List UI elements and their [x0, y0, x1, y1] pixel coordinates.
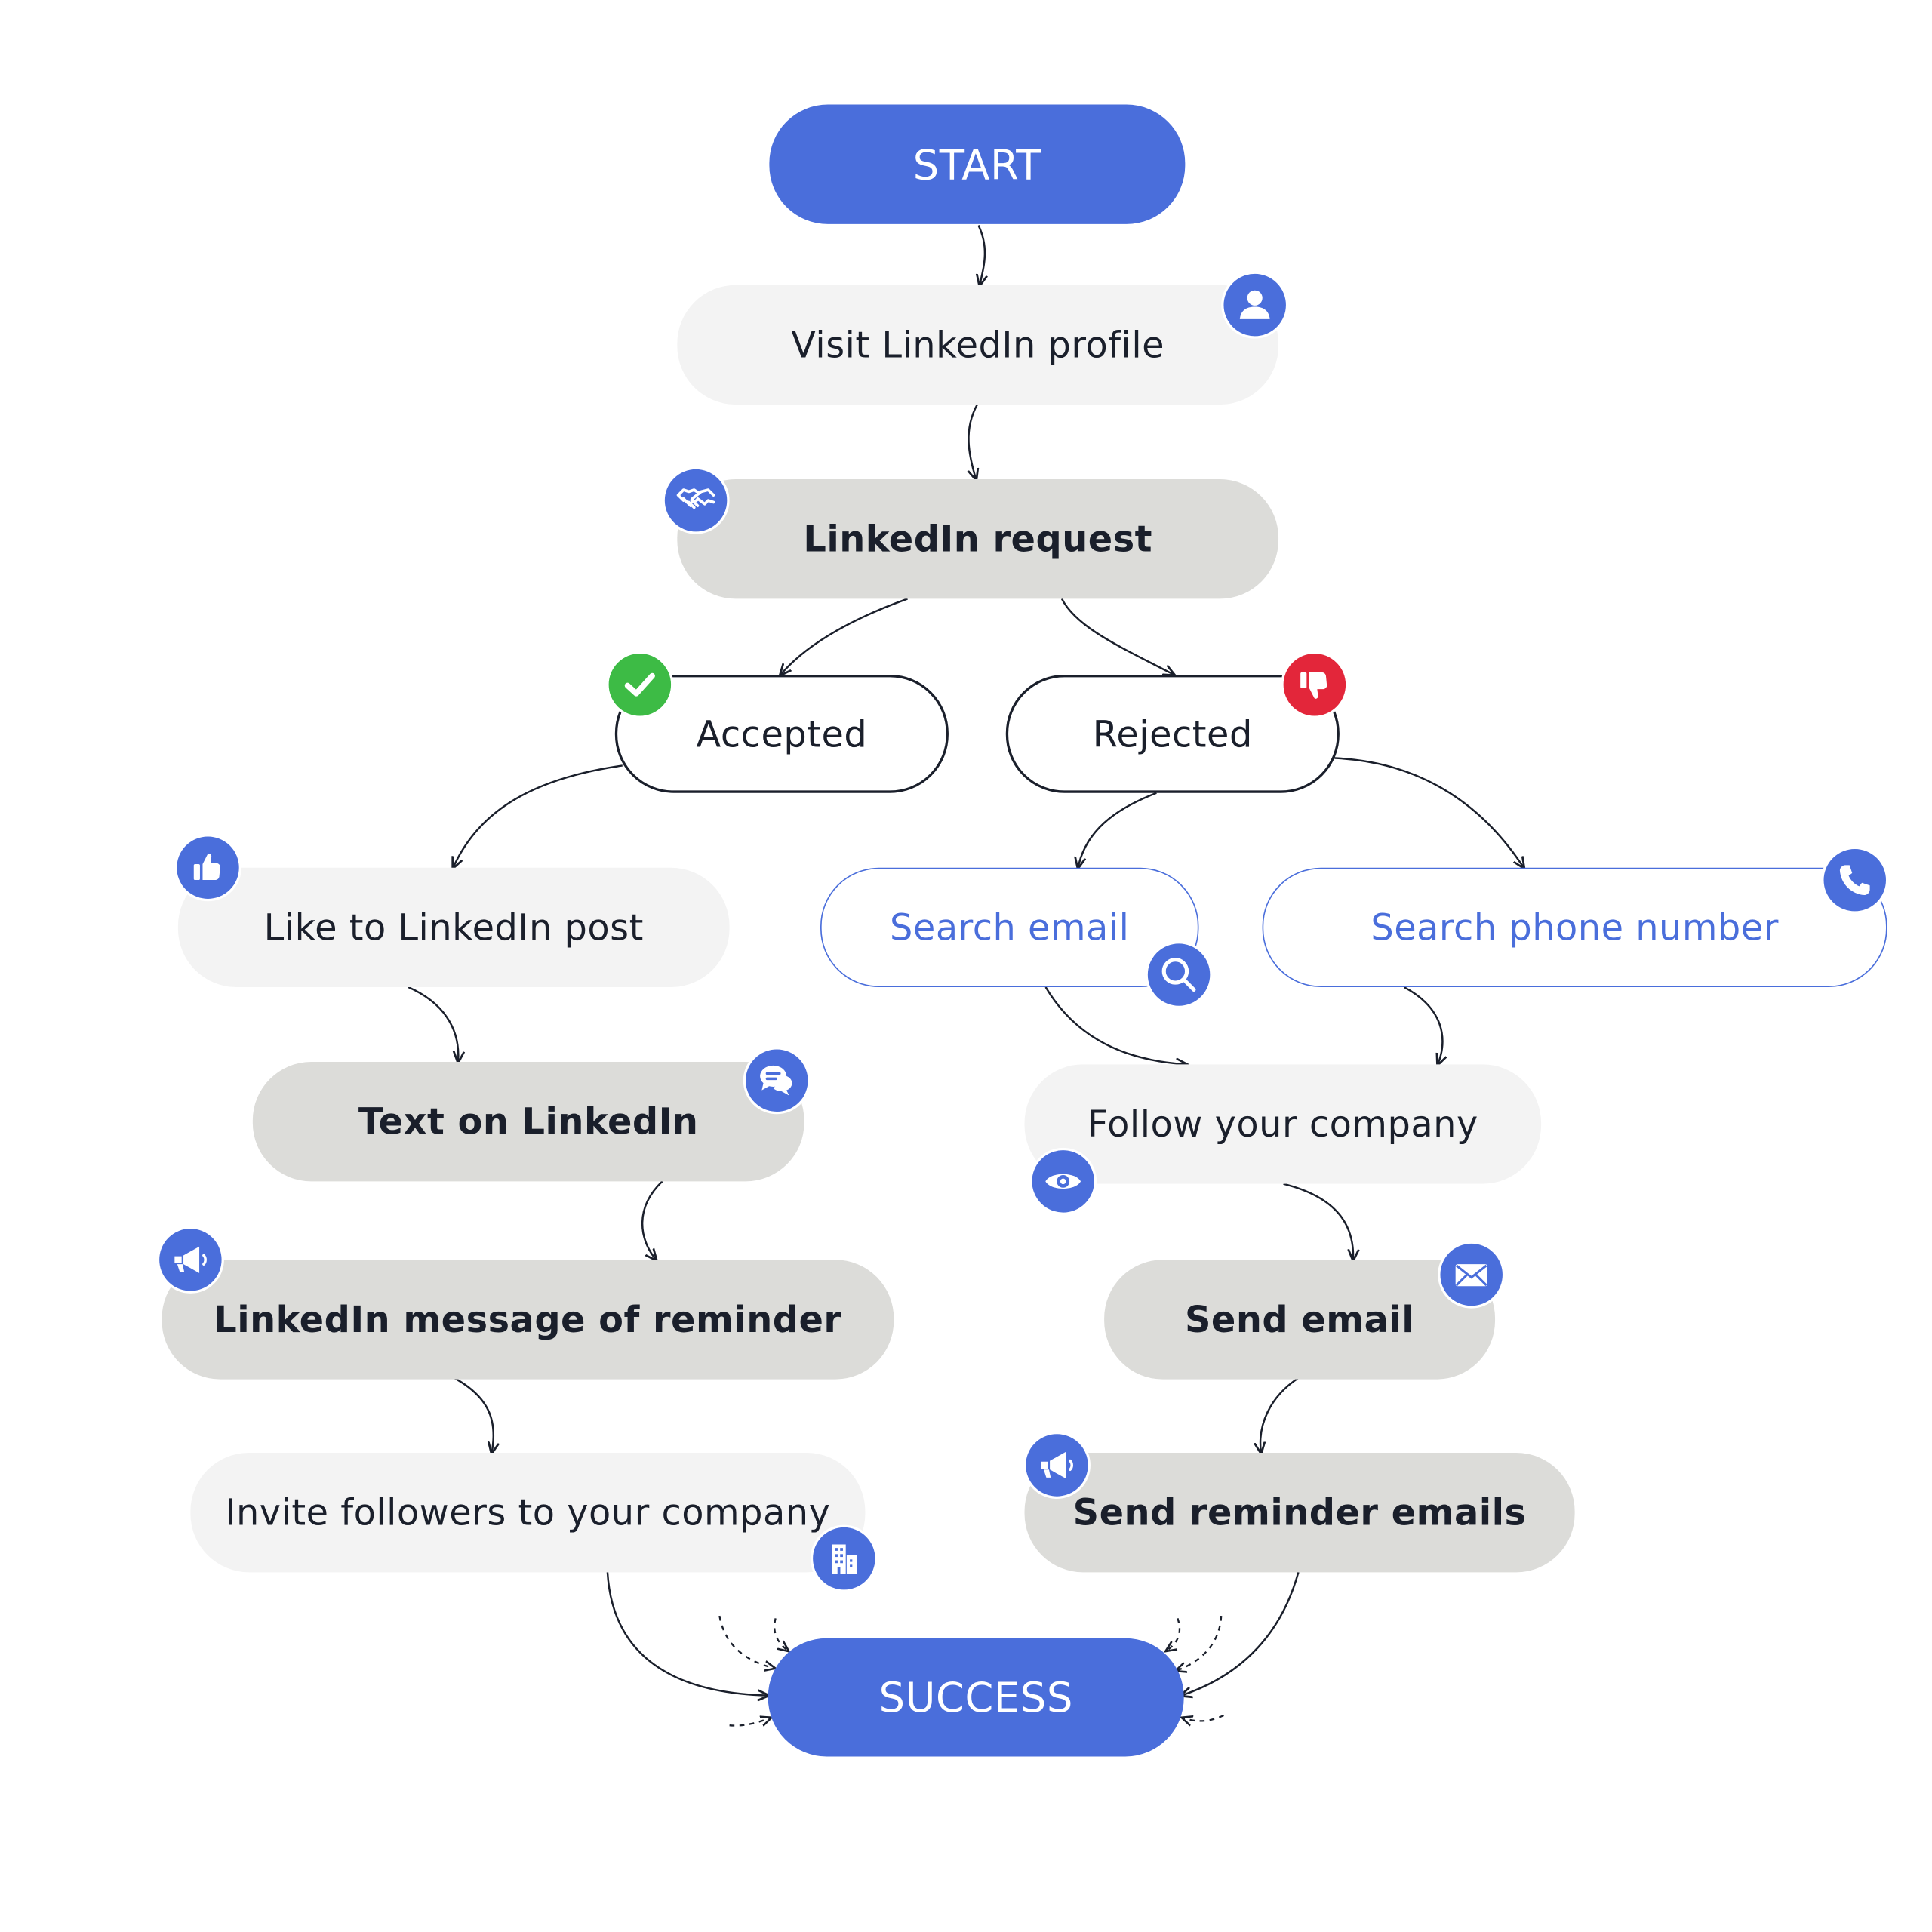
- edge-message-invite: [454, 1377, 494, 1453]
- chat-bubbles-icon: [743, 1047, 811, 1115]
- handshake-icon: [662, 466, 730, 534]
- building-icon: [810, 1524, 878, 1592]
- phone-icon: [1821, 846, 1889, 914]
- edge-rejected-searchemail: [1078, 792, 1157, 868]
- message-reminder-node: LinkedIn message of reminder: [162, 1260, 894, 1380]
- edge-text-message: [641, 1180, 663, 1260]
- edge-searchphone-follow: [1404, 986, 1443, 1064]
- user-icon: [1221, 271, 1289, 339]
- dashed-edge-1: [718, 1615, 774, 1668]
- edge-follow-sendemail: [1283, 1183, 1353, 1260]
- edge-start-visit: [979, 225, 985, 285]
- eye-icon: [1029, 1147, 1097, 1215]
- success-node: SUCCESS: [768, 1638, 1184, 1757]
- follow-company-node: Follow your company: [1024, 1064, 1542, 1184]
- search-email-node: Search email: [820, 867, 1199, 988]
- send-email-node: Send email: [1104, 1260, 1496, 1380]
- edge-reminders-success: [1181, 1571, 1300, 1695]
- thumbs-down-icon: [1281, 651, 1349, 718]
- like-post-node: Like to LinkedIn post: [177, 867, 730, 988]
- edge-like-text: [408, 986, 458, 1062]
- magnifier-icon: [1145, 941, 1213, 1009]
- send-reminders-node: Send reminder emails: [1024, 1452, 1575, 1573]
- megaphone-icon: [156, 1226, 224, 1294]
- envelope-icon: [1438, 1241, 1506, 1309]
- check-icon: [606, 651, 674, 718]
- edge-searchemail-follow: [1044, 986, 1186, 1064]
- edge-invite-success: [606, 1572, 768, 1695]
- dashed-edge-6: [1183, 1714, 1224, 1721]
- dashed-edge-4: [1167, 1617, 1181, 1651]
- edge-request-accepted: [780, 598, 908, 675]
- dashed-edge-2: [774, 1618, 788, 1651]
- thumbs-up-icon: [174, 834, 242, 902]
- text-linkedin-node: Text on LinkedIn: [252, 1062, 804, 1182]
- edge-rejected-searchphone: [1334, 757, 1524, 868]
- edge-sendemail-reminders: [1260, 1377, 1300, 1453]
- edge-visit-request: [968, 404, 977, 479]
- linkedin-request-node: LinkedIn request: [677, 479, 1279, 599]
- start-node: START: [769, 104, 1186, 224]
- dashed-edge-5: [1177, 1615, 1223, 1671]
- visit-profile-node: Visit LinkedIn profile: [677, 285, 1279, 405]
- search-phone-node: Search phone number: [1262, 867, 1887, 988]
- invite-followers-node: Invite followers to your company: [190, 1452, 866, 1573]
- megaphone-icon: [1023, 1431, 1091, 1499]
- dashed-edge-3: [729, 1718, 771, 1725]
- edge-accepted-like: [453, 764, 623, 867]
- edge-request-rejected: [1060, 598, 1174, 675]
